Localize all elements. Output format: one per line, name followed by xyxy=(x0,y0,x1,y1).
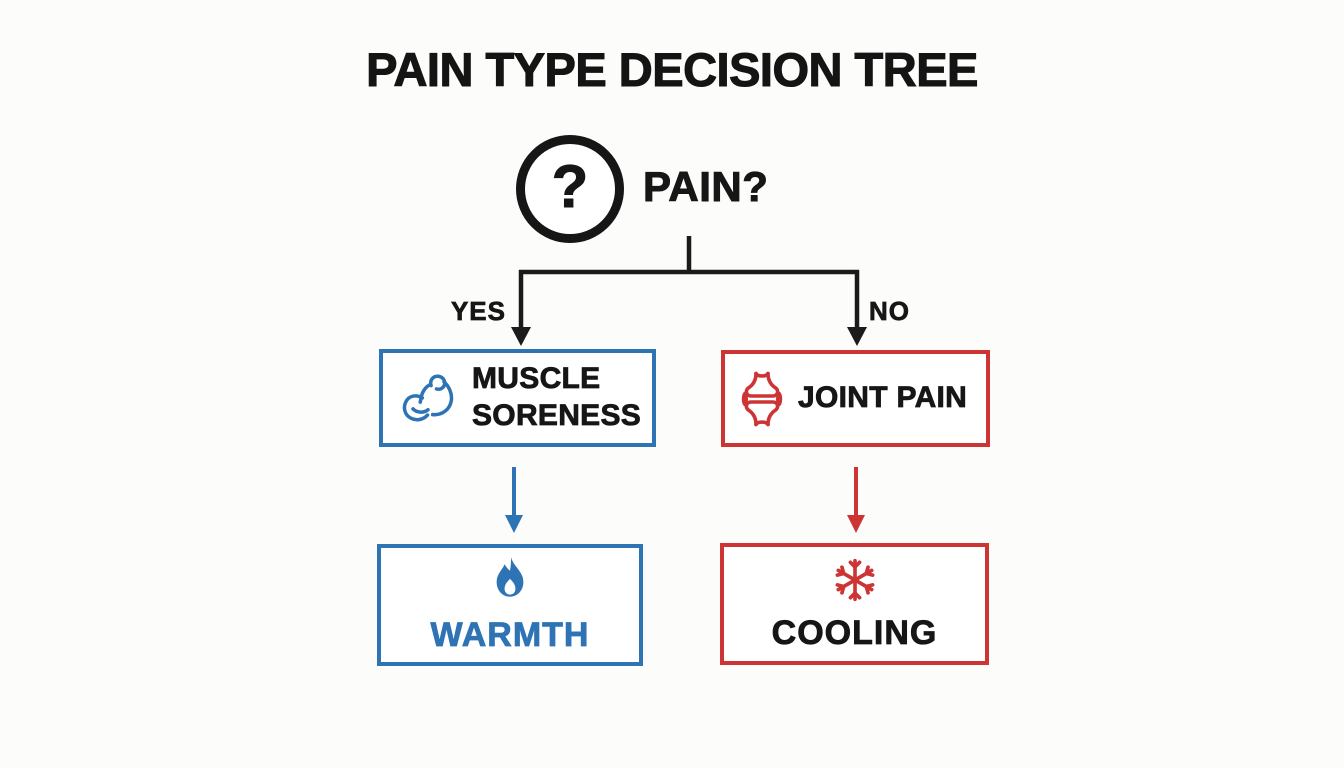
node-cooling-label: COOLING xyxy=(771,614,938,653)
branch-label-yes: YES xyxy=(450,296,506,327)
node-warmth: WARMTH xyxy=(377,544,643,666)
snowflake-icon xyxy=(835,558,874,602)
muscle-label-line2: SORENESS xyxy=(472,399,642,433)
muscle-icon xyxy=(402,374,454,422)
node-muscle-soreness: MUSCLE SORENESS xyxy=(379,349,656,447)
flame-icon xyxy=(496,557,524,597)
node-cooling: COOLING xyxy=(720,543,989,665)
node-muscle-soreness-label: MUSCLE SORENESS xyxy=(472,361,642,434)
node-joint-pain-label: JOINT PAIN xyxy=(798,381,968,415)
question-icon: ? xyxy=(516,135,624,243)
root-question-label: PAIN? xyxy=(642,163,769,211)
muscle-label-line1: MUSCLE xyxy=(472,362,601,396)
question-mark: ? xyxy=(551,153,589,220)
page-title: PAIN TYPE DECISION TREE xyxy=(366,42,979,96)
joint-icon xyxy=(741,371,783,426)
branch-label-no: NO xyxy=(869,296,910,327)
node-joint-pain: JOINT PAIN xyxy=(721,350,990,447)
node-warmth-label: WARMTH xyxy=(430,616,590,655)
